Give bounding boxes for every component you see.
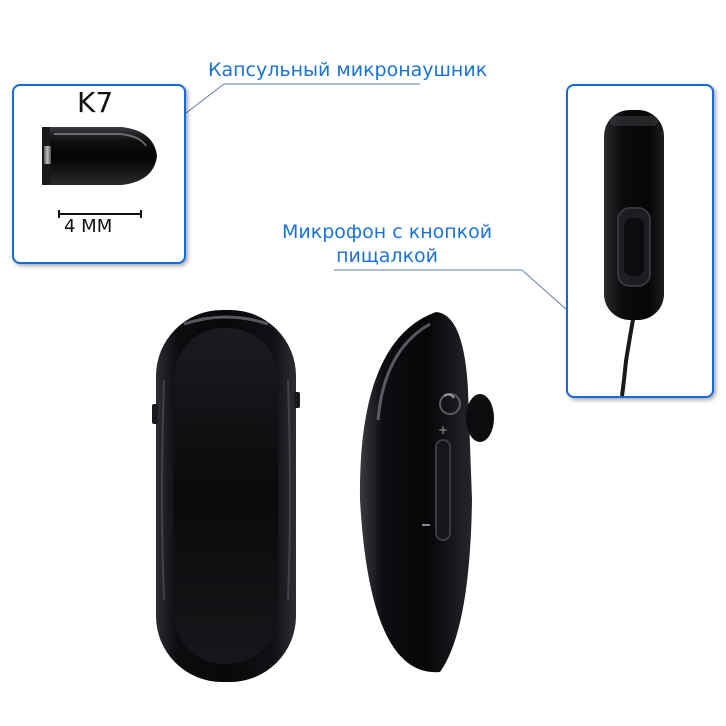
device-side-view: + bbox=[359, 312, 494, 673]
earpiece-inset-frame: K7 4 MM bbox=[12, 84, 186, 264]
device-front-view bbox=[152, 310, 300, 682]
svg-text:+: + bbox=[438, 423, 448, 437]
earpiece-callout: Капсульный микронаушник bbox=[208, 59, 488, 81]
microphone-with-button-image bbox=[604, 110, 664, 397]
size-label: 4 MM bbox=[64, 216, 113, 237]
capsule-earpiece-image bbox=[42, 127, 157, 218]
microphone-callout: Микрофон с кнопкой пищалкой bbox=[282, 220, 492, 268]
microphone-callout-line1: Микрофон с кнопкой bbox=[282, 221, 493, 243]
microphone-inset-frame bbox=[566, 84, 714, 398]
microphone-callout-line2: пищалкой bbox=[336, 245, 439, 267]
model-label: K7 bbox=[77, 86, 114, 119]
